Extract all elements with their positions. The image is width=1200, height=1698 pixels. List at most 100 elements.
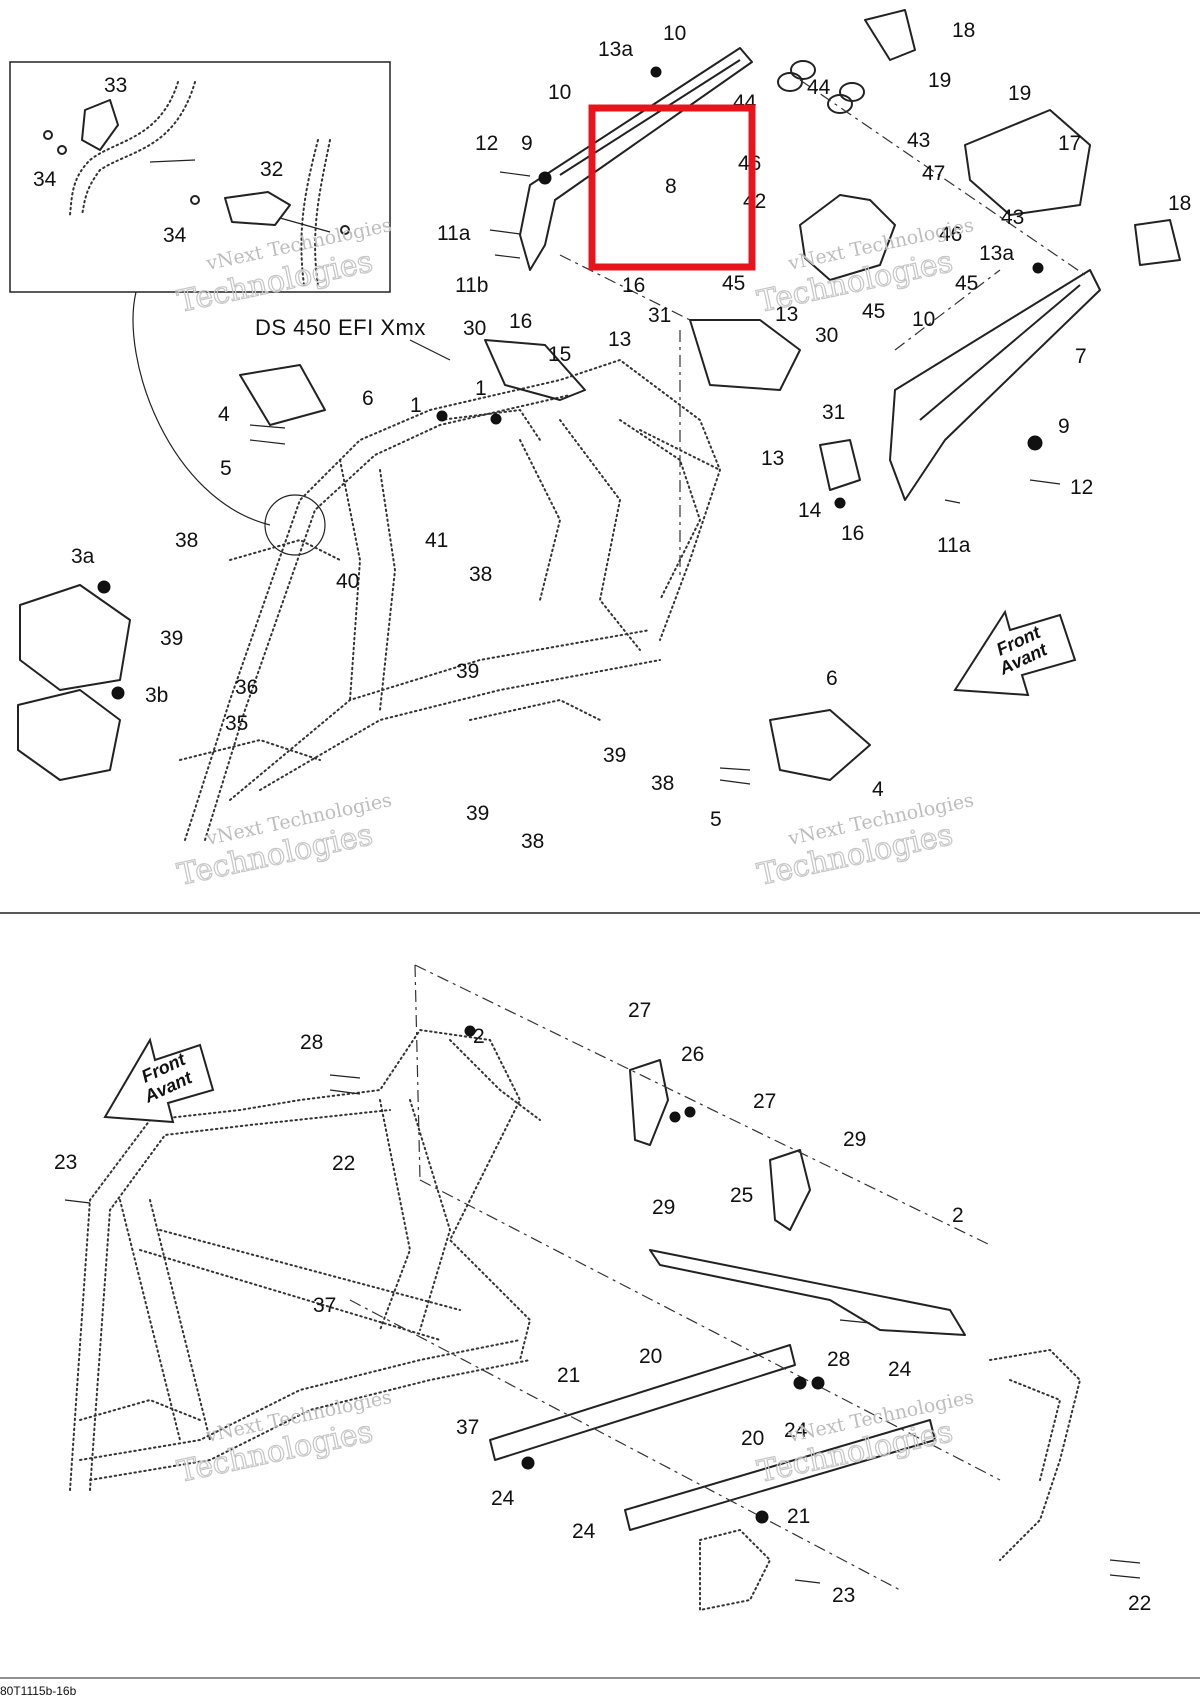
- inset-callout-34a: 34: [33, 168, 57, 191]
- callout-top-10: 9: [521, 132, 533, 155]
- callout-top-27: 15: [548, 343, 571, 366]
- callout-top-47: 41: [425, 529, 448, 552]
- watermarks-bottom: vNext Technologies Technologies vNext Te…: [174, 1386, 976, 1490]
- callout-top-57: 6: [826, 667, 838, 690]
- front-arrow-bottom: Front Avant: [103, 1037, 215, 1124]
- callout-bottom-7: 29: [843, 1128, 866, 1151]
- callout-top-24: 45: [862, 300, 885, 323]
- callout-top-1: 10: [663, 22, 686, 45]
- callout-bottom-0: 2: [473, 1025, 485, 1048]
- callout-top-45: 1: [475, 377, 487, 400]
- inset-callout-34b: 34: [163, 224, 187, 247]
- callout-bottom-20: 21: [787, 1505, 810, 1528]
- callout-top-7: 19: [1008, 82, 1031, 105]
- callout-top-40: 12: [1070, 476, 1093, 499]
- figure-code: 80T1115b-16b: [0, 1684, 77, 1698]
- callout-top-8: 17: [1058, 132, 1081, 155]
- callout-top-60: 4: [872, 778, 884, 801]
- callout-top-44: 1: [410, 394, 422, 417]
- callout-bottom-15: 24: [888, 1358, 912, 1381]
- callout-top-0: 13a: [598, 38, 633, 61]
- callout-bottom-1: 27: [628, 999, 651, 1022]
- callout-top-54: 3b: [145, 684, 168, 707]
- top-callouts: 13a 10 18 10 44 44 19 19 17 12 9 8 43 46…: [71, 19, 1191, 853]
- callout-top-28: 13: [608, 328, 631, 351]
- callout-top-14: 47: [922, 162, 945, 185]
- callout-top-56: 35: [225, 712, 248, 735]
- callout-top-61: 39: [466, 802, 489, 825]
- callout-top-36: 9: [1058, 415, 1070, 438]
- callout-bottom-9: 25: [730, 1184, 753, 1207]
- callout-bottom-10: 2: [952, 1204, 964, 1227]
- callout-top-29: 31: [648, 304, 671, 327]
- callout-top-30: 13: [775, 303, 798, 326]
- callout-top-32: 10: [912, 308, 935, 331]
- callout-top-16: 43: [1001, 206, 1024, 229]
- callout-top-17: 46: [939, 223, 962, 246]
- callout-top-58: 39: [603, 744, 626, 767]
- main-frame-top: [179, 358, 722, 841]
- callout-bottom-17: 20: [741, 1427, 764, 1450]
- inset-callout-32: 32: [260, 158, 283, 181]
- callout-top-2: 18: [952, 19, 975, 42]
- callout-top-49: 38: [175, 529, 198, 552]
- callout-top-37: 13: [761, 447, 784, 470]
- callout-top-41: 11a: [937, 534, 971, 557]
- fasteners-top: [97, 66, 1061, 785]
- callout-bottom-22: 22: [1128, 1592, 1151, 1615]
- callout-top-3: 10: [548, 81, 571, 104]
- callout-bottom-2: 26: [681, 1043, 704, 1066]
- inset-callout-33: 33: [104, 74, 127, 97]
- callout-bottom-8: 29: [652, 1196, 675, 1219]
- callout-bottom-13: 20: [639, 1345, 662, 1368]
- callout-bottom-11: 37: [313, 1294, 336, 1317]
- callout-top-11: 8: [665, 175, 677, 198]
- callout-top-34: 30: [815, 324, 838, 347]
- front-arrow-top: Front Avant: [953, 609, 1077, 697]
- callout-top-19: 11a: [437, 222, 471, 245]
- callout-top-26: 16: [509, 310, 532, 333]
- callout-top-12: 43: [907, 129, 930, 152]
- callout-top-43: 6: [362, 387, 374, 410]
- inset-detail: 33 34 32 34: [9, 61, 391, 293]
- callout-bottom-5: 23: [54, 1151, 77, 1174]
- callout-bottom-12: 28: [827, 1348, 850, 1371]
- callout-bottom-19: 24: [491, 1487, 515, 1510]
- callout-top-55: 36: [235, 676, 258, 699]
- callout-top-20: 11b: [455, 274, 488, 297]
- bottom-callouts: 2 27 26 28 22 23 27 29 29 25 2 37 28 20 …: [54, 999, 1151, 1615]
- bottom-parts: [64, 964, 1141, 1591]
- callout-top-22: 45: [722, 272, 745, 295]
- callout-top-42: 4: [218, 403, 230, 426]
- callout-bottom-14: 21: [557, 1364, 580, 1387]
- callout-top-31: 30: [463, 317, 486, 340]
- callout-bottom-16: 37: [456, 1416, 479, 1439]
- callout-top-38: 14: [798, 499, 822, 522]
- callout-bottom-4: 22: [332, 1152, 355, 1175]
- callout-top-6: 19: [928, 69, 951, 92]
- bottom-panel: 2 27 26 28 22 23 27 29 29 25 2 37 28 20 …: [54, 964, 1151, 1615]
- callout-bottom-21: 24: [572, 1520, 596, 1543]
- callout-top-53: 39: [456, 660, 479, 683]
- callout-bottom-6: 27: [753, 1090, 776, 1113]
- callout-top-25: 13a: [979, 242, 1014, 265]
- callout-bottom-3: 28: [300, 1031, 323, 1054]
- callout-top-39: 16: [841, 522, 864, 545]
- callout-bottom-18: 24: [784, 1419, 808, 1442]
- rear-brackets: [17, 9, 1181, 781]
- callout-top-59: 38: [651, 772, 674, 795]
- callout-top-46: 5: [220, 457, 232, 480]
- callout-top-23: 45: [955, 272, 978, 295]
- callout-top-63: 5: [710, 808, 722, 831]
- highlight-box: [588, 104, 756, 271]
- callout-top-50: 3a: [71, 545, 95, 568]
- callout-top-33: 7: [1075, 345, 1087, 368]
- top-panel: 33 34 32 34 DS 450 EFI Xmx: [9, 9, 1191, 893]
- callout-top-18: 18: [1168, 192, 1191, 215]
- model-label: DS 450 EFI Xmx: [255, 315, 426, 340]
- callout-top-48: 40: [336, 570, 359, 593]
- callout-top-52: 38: [469, 563, 492, 586]
- callout-top-62: 38: [521, 830, 544, 853]
- callout-top-35: 31: [822, 401, 845, 424]
- callout-top-9: 12: [475, 132, 498, 155]
